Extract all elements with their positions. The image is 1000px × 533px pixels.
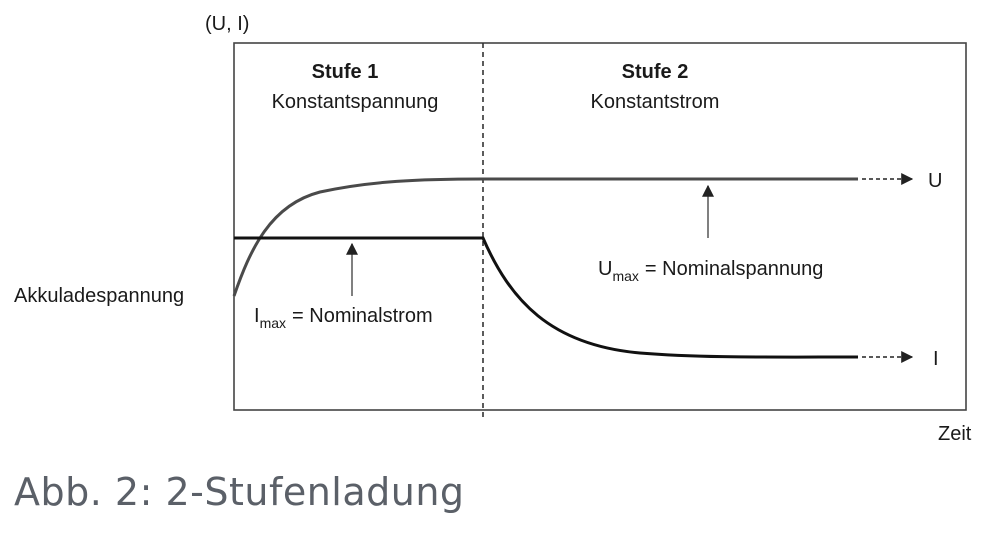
imax-subscript: max bbox=[260, 315, 286, 331]
stage1-subtitle: Konstantspannung bbox=[272, 91, 439, 113]
plot-frame bbox=[233, 42, 967, 411]
start-voltage-label: Akkuladespannung bbox=[14, 285, 184, 307]
imax-label: Imax = Nominalstrom bbox=[254, 305, 433, 331]
stage2-title: Stufe 2 bbox=[622, 61, 689, 83]
imax-symbol: I bbox=[254, 305, 260, 327]
figure-caption: Abb. 2: 2-Stufenladung bbox=[14, 470, 465, 514]
voltage-curve-label: U bbox=[928, 170, 942, 192]
voltage-curve bbox=[232, 177, 858, 297]
charging-diagram: (U, I) Zeit Stufe 1 Konstantspannung Stu… bbox=[14, 13, 972, 445]
umax-subscript: max bbox=[612, 268, 638, 284]
stage2-subtitle: Konstantstrom bbox=[591, 91, 720, 113]
umax-label: Umax = Nominalspannung bbox=[598, 258, 823, 284]
stage1-title: Stufe 1 bbox=[312, 61, 379, 83]
umax-text: = Nominalspannung bbox=[645, 258, 823, 280]
umax-symbol: U bbox=[598, 258, 612, 280]
x-axis-label: Zeit bbox=[938, 423, 972, 445]
imax-text: = Nominalstrom bbox=[292, 305, 433, 327]
y-axis-label: (U, I) bbox=[205, 13, 249, 35]
current-curve bbox=[234, 236, 859, 359]
current-curve-label: I bbox=[933, 348, 939, 370]
